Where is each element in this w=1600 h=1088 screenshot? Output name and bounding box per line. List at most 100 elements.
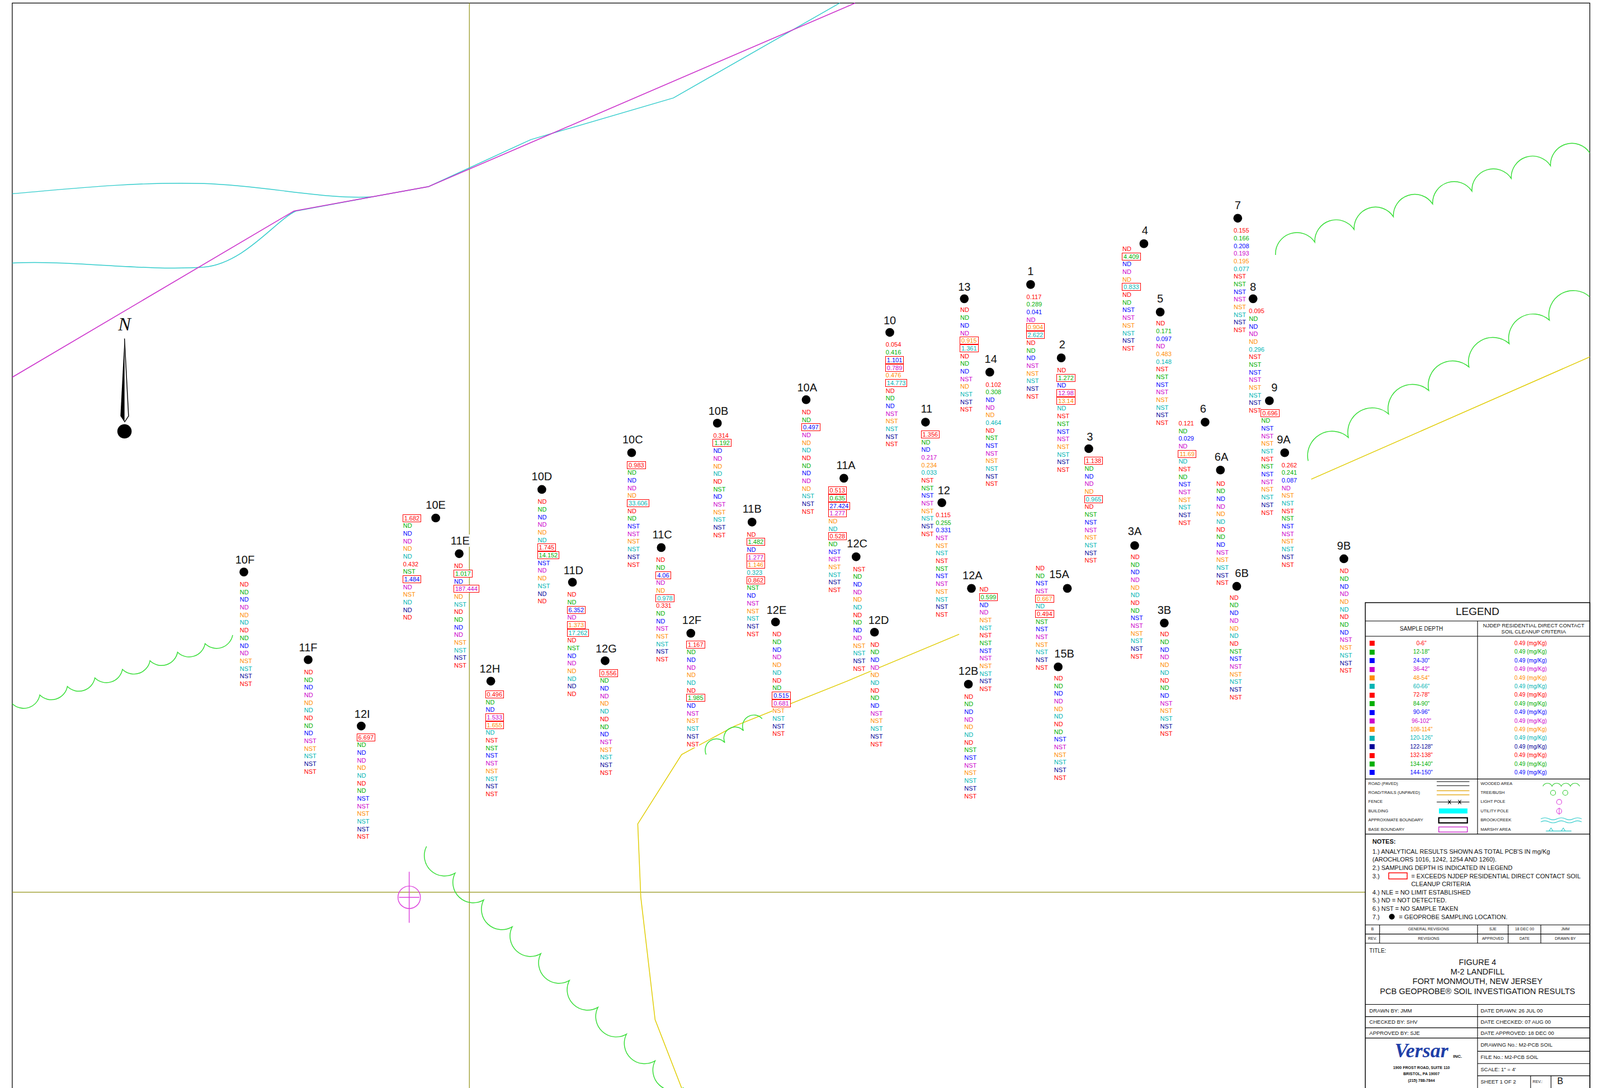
title-block-cell: SCALE: 1" = 4' <box>1480 1067 1517 1073</box>
result-value: ND <box>537 536 547 544</box>
result-value: ND <box>1216 533 1226 541</box>
sample-id: 11E <box>450 534 470 547</box>
result-value: ND <box>1084 503 1094 511</box>
result-value: ND <box>772 653 782 661</box>
sample-id: 11C <box>652 528 673 541</box>
result-value: NST <box>935 611 948 618</box>
result-value: ND <box>600 700 610 707</box>
revision-cell: 18 DEC 00 <box>1514 927 1535 933</box>
result-value: NST <box>921 477 934 484</box>
grid-line <box>12 2 1366 1088</box>
result-value: NST <box>1281 515 1295 522</box>
sample-id: 12E <box>766 603 787 617</box>
result-value: 0.102 <box>985 381 1002 389</box>
result-value: NST <box>921 522 934 530</box>
note: 4.) NLE = NO LIMIT ESTABLISHED <box>1372 889 1471 896</box>
result-value: ND <box>852 603 862 611</box>
result-value: NST <box>1261 478 1274 486</box>
result-value: NST <box>1248 407 1262 414</box>
result-value: NST <box>1026 377 1040 385</box>
sample-id: 10D <box>531 470 553 483</box>
result-value: 0.255 <box>935 519 952 527</box>
legend-label: WOODED AREA <box>1480 781 1513 786</box>
result-value: NST <box>655 648 669 655</box>
result-value: NST <box>600 746 613 754</box>
result-value: NST <box>979 685 993 693</box>
result-value: NST <box>304 752 317 760</box>
note: = GEOPROBE SAMPLING LOCATION. <box>1399 913 1508 921</box>
exceedance-value: 0.983 <box>627 461 646 469</box>
result-value: NST <box>1281 545 1295 553</box>
sampling-dot <box>1215 465 1225 475</box>
result-value: ND <box>852 588 862 596</box>
company-address: 1900 FROST ROAD, SUITE 110 <box>1393 1065 1451 1071</box>
result-value: ND <box>600 685 610 692</box>
base-boundary-sample <box>1438 827 1468 833</box>
result-value: ND <box>454 593 464 601</box>
result-value: NST <box>239 657 253 665</box>
result-value: ND <box>567 675 577 683</box>
result-value: NST <box>852 565 866 573</box>
result-value: ND <box>1084 465 1094 473</box>
result-value: ND <box>485 699 495 706</box>
legend-swatch <box>1369 753 1375 759</box>
result-value: NST <box>1054 774 1067 782</box>
result-value: ND <box>1339 590 1349 598</box>
result-value: ND <box>627 477 637 484</box>
result-value: ND <box>1026 339 1036 347</box>
sample-id: 12C <box>846 537 868 550</box>
result-value: 0.054 <box>885 341 902 348</box>
result-value: NST <box>239 680 253 688</box>
exceedance-value: 1.655 <box>485 721 504 729</box>
result-value: ND <box>1026 347 1036 355</box>
result-value: ND <box>772 661 782 669</box>
legend-swatch <box>1369 744 1375 750</box>
result-value: NST <box>964 746 977 754</box>
result-value: ND <box>403 614 413 621</box>
result-value: NST <box>1130 622 1144 630</box>
result-value: NST <box>828 548 842 556</box>
legend-label: BUILDING <box>1368 809 1389 814</box>
exceedance-value: 6.697 <box>357 734 376 741</box>
criteria-value: 0.49 (mg/Kg) <box>1514 743 1547 751</box>
criteria-value: 0.49 (mg/Kg) <box>1514 691 1547 699</box>
result-value: NST <box>979 654 993 662</box>
result-value: NST <box>772 707 785 715</box>
result-value: ND <box>1178 442 1188 450</box>
legend-label: 72-78" <box>1413 691 1430 699</box>
sampling-dot <box>686 629 696 639</box>
result-value: NST <box>600 769 613 777</box>
result-value: NST <box>964 785 977 792</box>
result-value: NST <box>304 745 317 753</box>
result-value: NST <box>935 603 948 611</box>
result-value: ND <box>1122 268 1132 276</box>
sample-id: 9A <box>1276 433 1291 446</box>
result-value: ND <box>567 636 577 644</box>
exceedance-value: 0.513 <box>828 487 847 494</box>
result-value: ND <box>1054 720 1064 728</box>
result-value: NST <box>964 762 977 769</box>
result-value: ND <box>567 667 577 675</box>
result-value: NST <box>1056 420 1070 428</box>
result-value: ND <box>357 757 367 764</box>
result-value: NST <box>1261 447 1274 455</box>
result-value: NST <box>1155 365 1169 373</box>
legend-panel <box>1365 602 1590 1088</box>
result-value: NST <box>1281 499 1295 507</box>
result-value: NST <box>1084 526 1098 534</box>
sampling-dot <box>1139 239 1149 249</box>
legend-label: 48-54" <box>1413 675 1430 682</box>
sampling-dot <box>839 474 849 484</box>
result-value: ND <box>870 687 880 695</box>
wooded-area <box>1307 290 1590 462</box>
result-value: NST <box>1233 311 1246 319</box>
drawing-title: FIGURE 4 <box>1459 958 1497 968</box>
result-value: 0.483 <box>1155 350 1172 358</box>
legend-swatch <box>1369 701 1375 707</box>
result-value: NST <box>1233 318 1246 326</box>
result-value: NST <box>1233 288 1246 296</box>
result-value: NST <box>885 433 899 441</box>
result-value: NST <box>713 501 726 508</box>
sampling-dot <box>1248 294 1258 304</box>
result-value: NST <box>1229 655 1243 663</box>
